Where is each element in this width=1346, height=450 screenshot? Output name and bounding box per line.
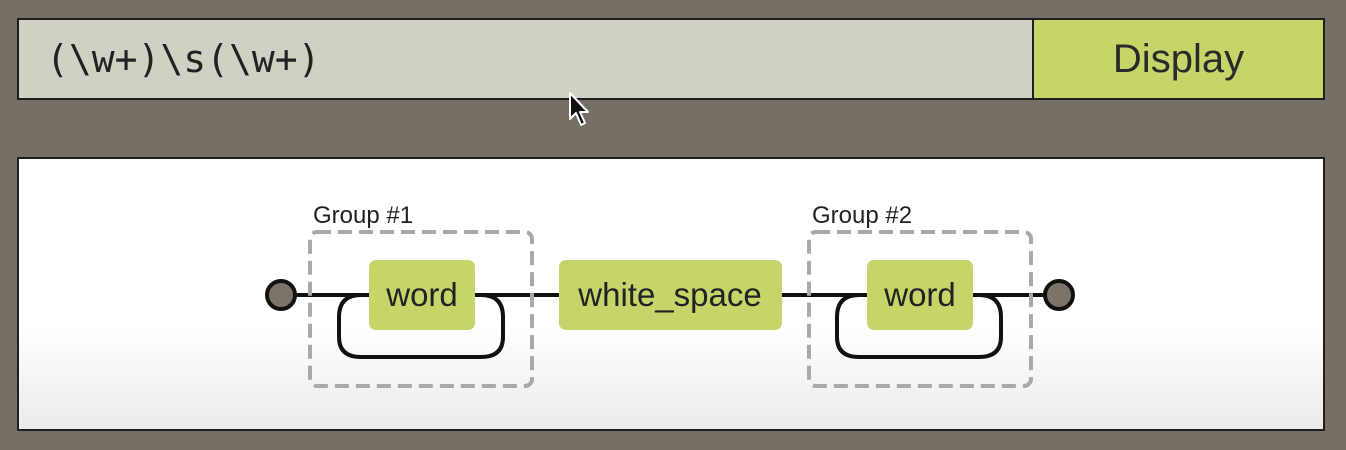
railroad-diagram-panel: Group #1 Group #2 word white_space word [17, 157, 1325, 431]
group-1-label: Group #1 [313, 202, 413, 229]
railroad-diagram: Group #1 Group #2 word white_space word [265, 202, 1075, 388]
white-space-node [559, 260, 782, 330]
mouse-pointer-icon [569, 92, 589, 126]
group-1-box [308, 230, 534, 388]
group-2-box [807, 230, 1033, 388]
end-terminal-icon [1043, 279, 1075, 311]
group-2-word-node [867, 260, 973, 330]
display-button[interactable]: Display [1032, 20, 1323, 98]
white-space-label: white_space [577, 276, 761, 313]
group-1-word-label: word [385, 276, 458, 313]
regex-input-bar: Display [17, 18, 1325, 100]
regex-input[interactable] [19, 20, 1032, 98]
group-1-word-node [369, 260, 475, 330]
group-1-repeat-loop [337, 293, 505, 359]
group-2-repeat-loop [835, 293, 1003, 359]
start-terminal-icon [265, 279, 297, 311]
group-2-word-label: word [883, 276, 956, 313]
group-2-label: Group #2 [812, 202, 912, 229]
